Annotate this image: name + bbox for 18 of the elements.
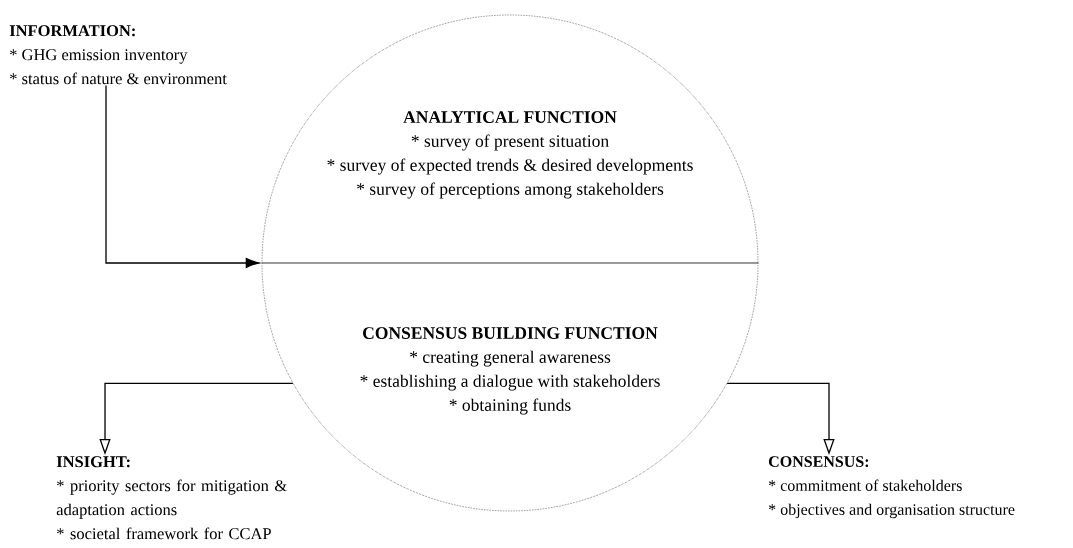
bullet-item: * survey of present situation [411,134,609,151]
bullet-item: * societal framework for CCAP [57,527,271,540]
bullet-item: * obtaining funds [449,398,571,415]
bullet-item: * survey of expected trends & desired developments [327,158,693,175]
bullet-item: * status of nature & environment [10,72,227,85]
heading: INFORMATION: [9,25,135,37]
bullet-item: * survey of perceptions among stakeholders [357,182,664,199]
bullet-item: * GHG emission inventory [10,49,188,64]
bullet-item: * priority sectors for mitigation & adaptation actions [56,479,287,519]
bullet-item: * objectives and organisation structure [769,503,1015,519]
arrow [105,84,260,269]
heading: INSIGHT: [56,456,130,468]
heading: CONSENSUS BUILDING FUNCTION [363,327,658,339]
heading: CONSENSUS: [769,456,869,467]
bullet-item: * establishing a dialogue with stakeholders [360,374,660,391]
heading: ANALYTICAL FUNCTION [403,111,617,123]
bullet-item: * commitment of stakeholders [769,479,962,491]
bullet-item: * creating general awareness [410,350,611,367]
